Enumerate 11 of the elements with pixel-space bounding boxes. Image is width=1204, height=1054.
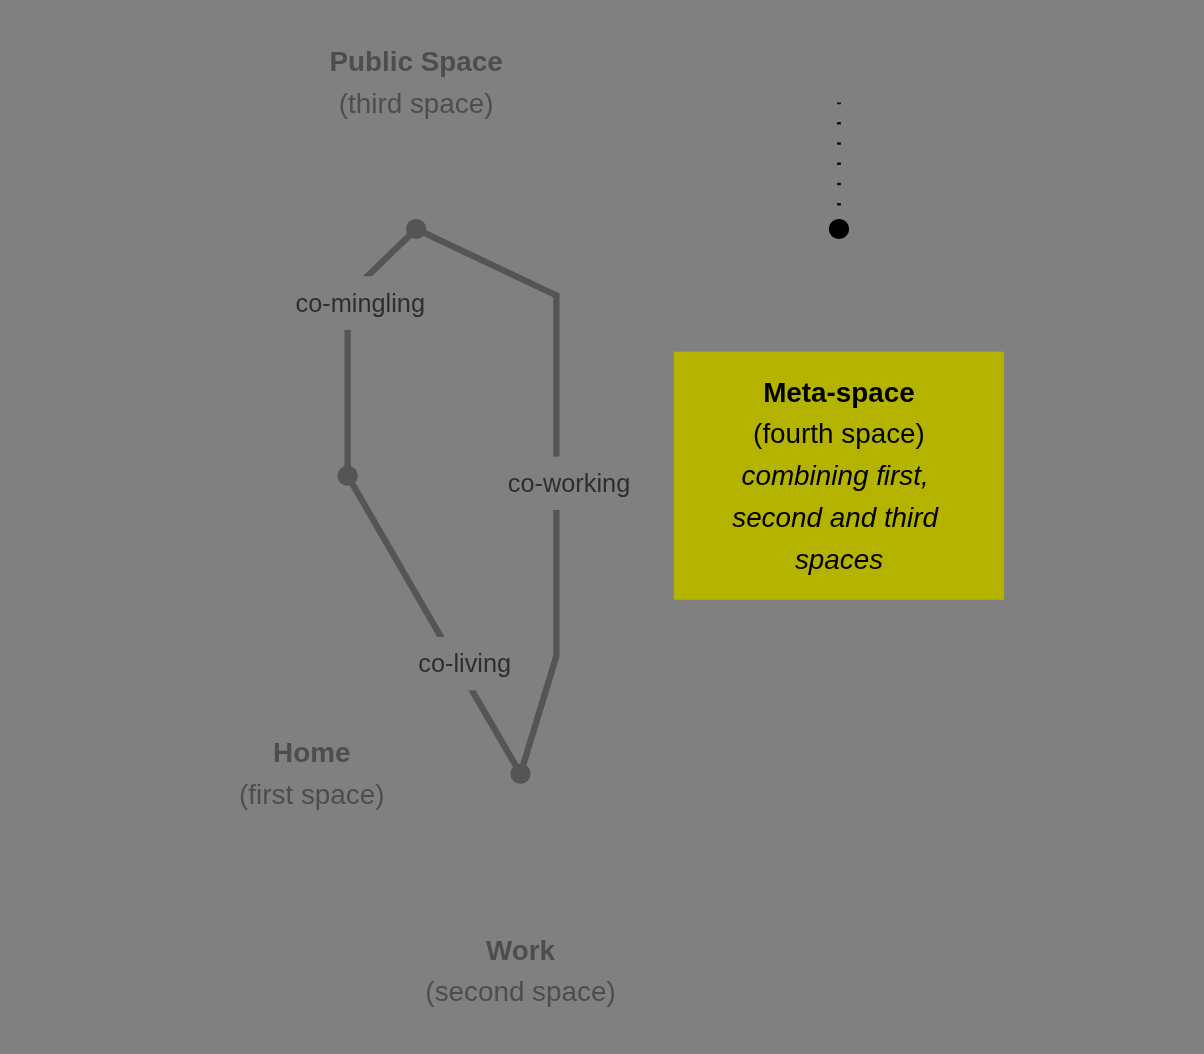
edge-label: co-living [417,649,511,678]
edge-label: co-mingling [295,289,425,317]
connector [423,230,560,766]
node-circle [405,218,426,240]
node-label: Meta-space [762,376,915,409]
node-circle [510,763,531,784]
node-label: (fourth space) [752,418,925,450]
node-label: combining first, second and third spaces [731,459,938,576]
node-circle [828,218,849,240]
edge-label: co-working [507,469,630,498]
node-circle [337,465,358,486]
